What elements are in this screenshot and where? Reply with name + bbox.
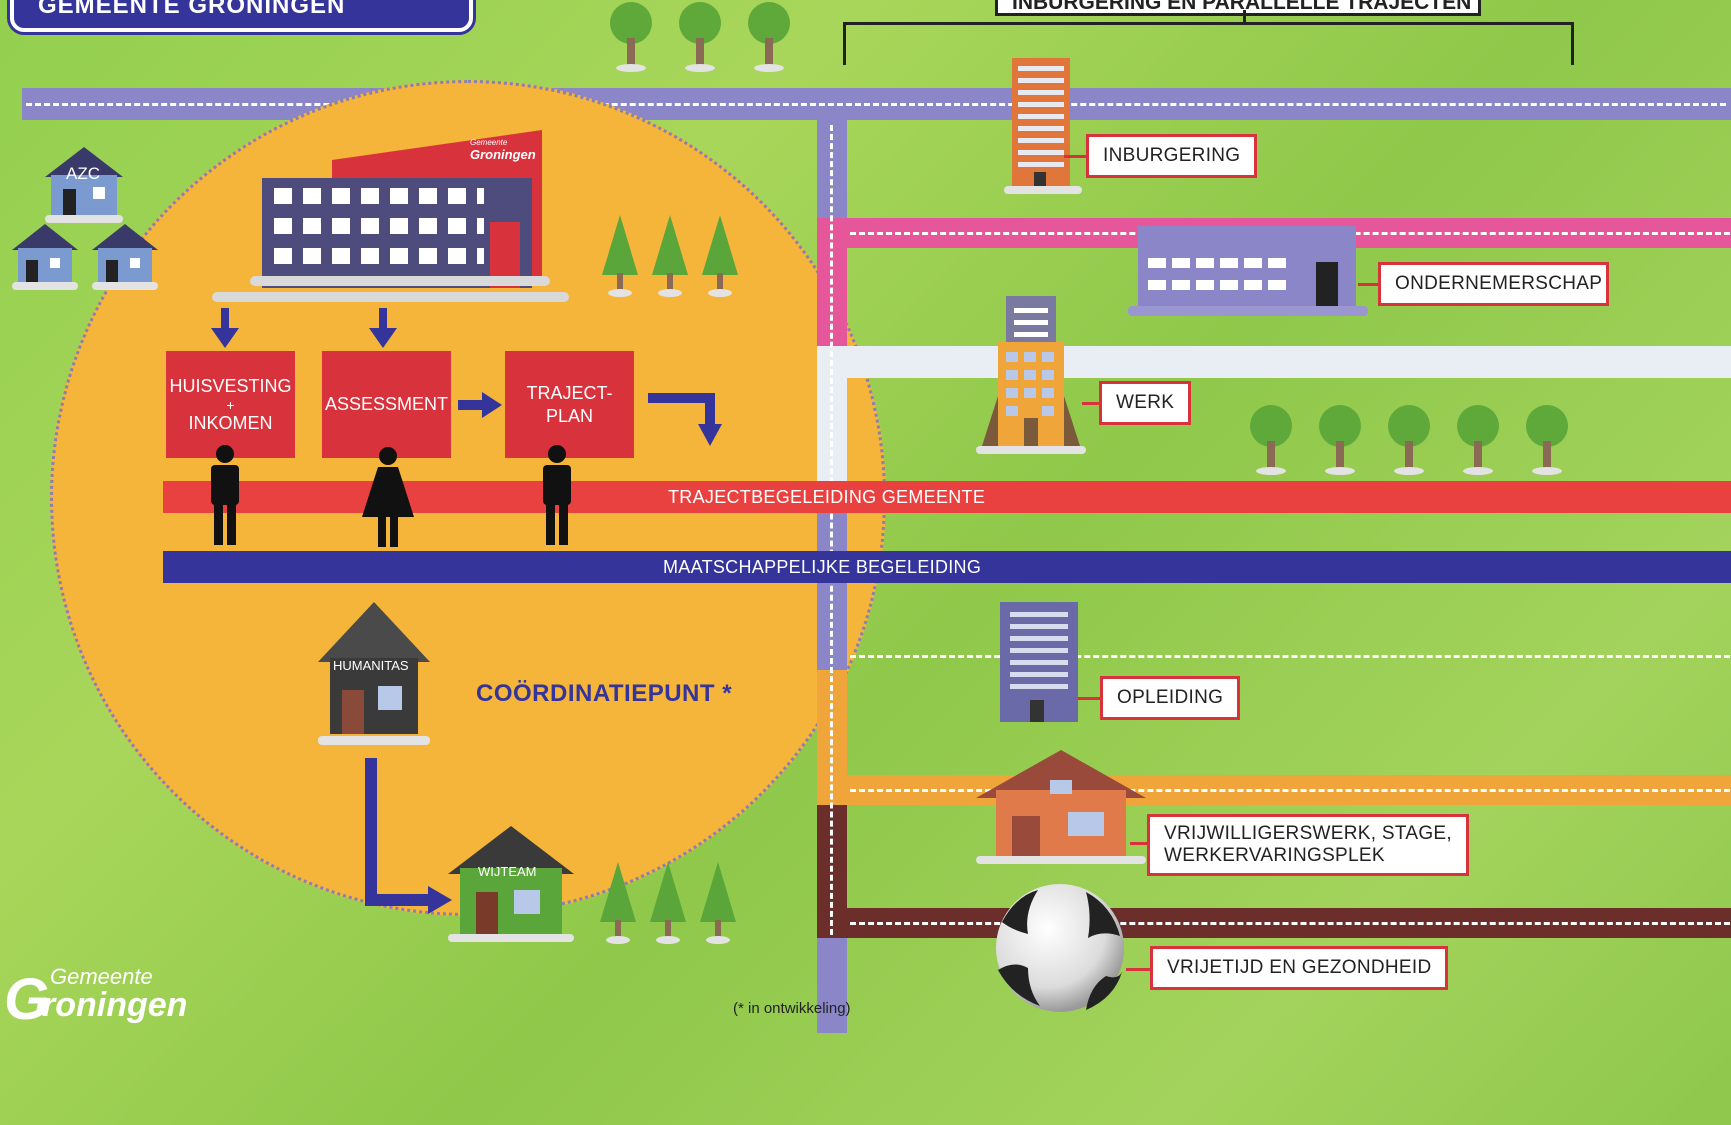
bent-arrow [648, 393, 722, 446]
azc-house [45, 147, 123, 223]
humanitas-label: HUMANITAS [333, 658, 409, 673]
trajectplan-box: TRAJECT- PLAN [505, 351, 634, 458]
arrow-down-1-head [211, 328, 239, 348]
trajectbegeleiding-label: TRAJECTBEGELEIDING GEMEENTE [668, 487, 986, 507]
small-house-1 [12, 224, 78, 290]
ondernemerschap-building [1128, 226, 1368, 316]
werk-line [1082, 402, 1100, 405]
right-title: INBURGERING EN PARALLELLE TRAJECTEN [1012, 0, 1472, 14]
vrijwilligerswerk-line [1130, 842, 1148, 845]
werk-label: WERK [1099, 381, 1192, 425]
tree-icon [610, 2, 652, 72]
werk-building [976, 296, 1086, 454]
pine-tree-icon [702, 215, 738, 299]
wijteam-house [448, 826, 574, 942]
coordinatiepunt-label: COÖRDINATIEPUNT * [476, 680, 733, 707]
vrijetijd-line [1126, 968, 1150, 971]
ondernemerschap-label: ONDERNEMERSCHAP [1378, 262, 1610, 306]
person-icon-3 [543, 445, 571, 545]
tree-icon [679, 2, 721, 72]
humanitas-arrow [365, 758, 452, 914]
orange-road-dash [850, 789, 1730, 792]
gemeente-building: Gemeente Groningen [262, 130, 542, 290]
vrijetijd-label: VRIJETIJD EN GEZONDHEID [1150, 946, 1449, 990]
brown-road-dash [850, 922, 1730, 925]
bracket [843, 22, 1574, 65]
opleiding-building [1000, 602, 1078, 722]
maatschappelijke-band: MAATSCHAPPELIJKE BEGELEIDING [163, 551, 1731, 583]
arrow-down-1 [221, 308, 229, 330]
arrow-down-2-head [369, 328, 397, 348]
gemeente-ground-2 [212, 292, 569, 302]
azc-label: AZC [66, 164, 100, 183]
wijteam-label: WIJTEAM [478, 864, 537, 879]
pine-tree-icon [602, 215, 638, 299]
main-road-dash [26, 103, 1726, 106]
vertical-road-dash [830, 125, 833, 935]
vrijwilligerswerk-house [976, 750, 1146, 864]
person-icon-1 [211, 445, 239, 545]
gemeente-ground [250, 276, 550, 286]
vrijwilligerswerk-label: VRIJWILLIGERSWERK, STAGE, WERKERVARINGSP… [1147, 814, 1469, 876]
inburgering-building [1004, 58, 1082, 194]
tree-icon [748, 2, 790, 72]
small-house-2 [92, 224, 158, 290]
person-icon-2 [362, 447, 414, 547]
building-logo: Gemeente Groningen [470, 138, 536, 162]
humanitas-house [318, 602, 430, 745]
tree-icon [1388, 405, 1430, 475]
green-road-dash [850, 655, 1730, 658]
arrow-down-2 [379, 308, 387, 330]
left-title-box: GEMEENTE GRONINGEN [10, 0, 473, 32]
tree-icon [1457, 405, 1499, 475]
pine-tree-icon [650, 862, 686, 946]
right-title-box: INBURGERING EN PARALLELLE TRAJECTEN [995, 0, 1481, 16]
pine-tree-icon [652, 215, 688, 299]
ondernemerschap-line [1358, 283, 1378, 286]
inburgering-line [1064, 155, 1086, 158]
opleiding-label: OPLEIDING [1100, 676, 1241, 720]
bracket-stem [1243, 10, 1246, 24]
football-icon [996, 884, 1124, 1012]
trajectbegeleiding-band: TRAJECTBEGELEIDING GEMEENTE [163, 481, 1731, 513]
arrow-right [458, 392, 502, 418]
opleiding-line [1078, 697, 1100, 700]
tree-icon [1526, 405, 1568, 475]
tree-icon [1319, 405, 1361, 475]
pine-tree-icon [700, 862, 736, 946]
pine-tree-icon [600, 862, 636, 946]
left-title: GEMEENTE GRONINGEN [38, 0, 346, 19]
huisvesting-box: HUISVESTING + INKOMEN [166, 351, 295, 458]
footnote: (* in ontwikkeling) [733, 1000, 851, 1017]
inburgering-label: INBURGERING [1086, 134, 1258, 178]
white-road [817, 346, 1731, 378]
assessment-box: ASSESSMENT [322, 351, 451, 458]
maatschappelijke-label: MAATSCHAPPELIJKE BEGELEIDING [663, 557, 982, 577]
tree-icon [1250, 405, 1292, 475]
